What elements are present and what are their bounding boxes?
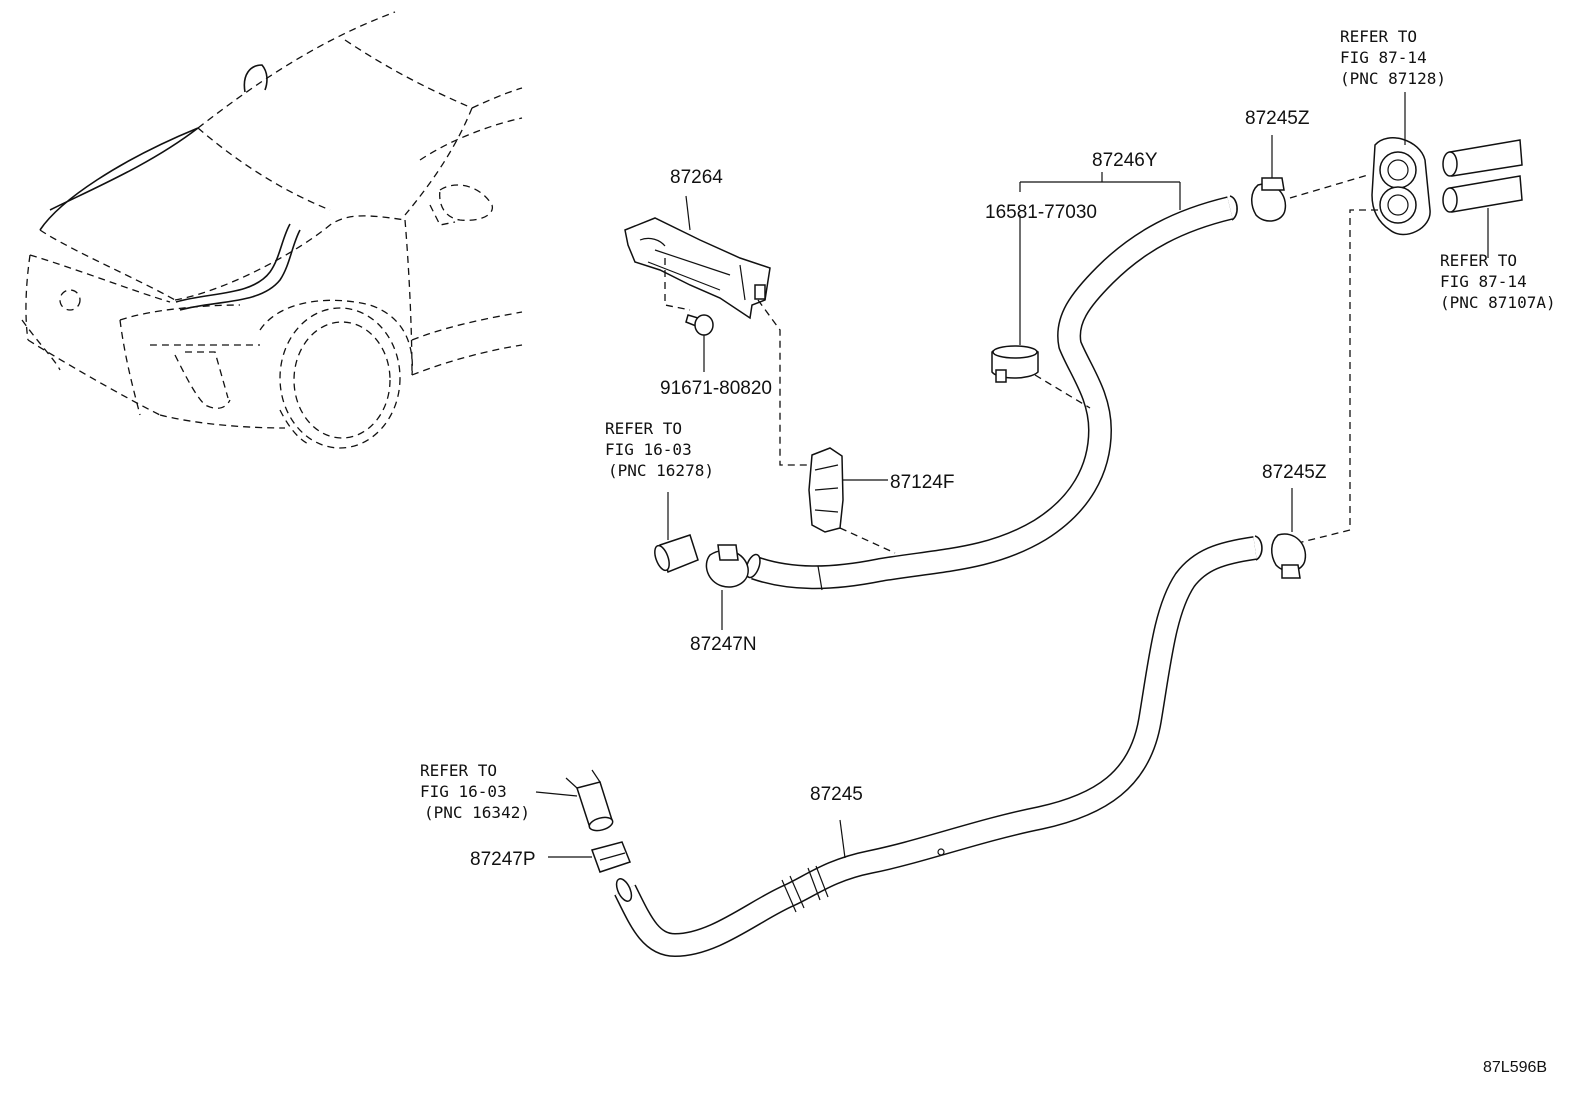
clip-87124F <box>808 447 896 554</box>
clamp-87245Z-upper <box>1251 135 1369 222</box>
clamp-87245Z-lower <box>1271 488 1307 579</box>
clamp-87247P <box>548 841 631 873</box>
svg-text:FIG 87-14: FIG 87-14 <box>1340 48 1427 67</box>
svg-text:(PNC 16278): (PNC 16278) <box>608 461 714 480</box>
label-87247N: 87247N <box>690 634 757 655</box>
label-bracket-87246Y <box>1019 172 1181 210</box>
label-87245Z-lower: 87245Z <box>1262 462 1327 483</box>
svg-text:(PNC 16342): (PNC 16342) <box>424 803 530 822</box>
label-87264: 87264 <box>670 167 723 188</box>
pipes-87107A <box>1442 139 1523 258</box>
clamp-16581-77030 <box>991 215 1091 409</box>
svg-text:FIG 16-03: FIG 16-03 <box>605 440 692 459</box>
svg-text:REFER TO: REFER TO <box>1340 27 1417 46</box>
bracket-to-clip-line <box>757 299 808 466</box>
label-91671-80820: 91671-80820 <box>660 378 772 399</box>
label-87246Y: 87246Y <box>1092 150 1158 171</box>
vehicle-illustration <box>21 11 523 449</box>
ref-16342: REFER TO FIG 16-03 (PNC 16342) <box>420 761 530 822</box>
label-87247P: 87247P <box>470 849 536 870</box>
label-16581-77030: 16581-77030 <box>985 202 1097 223</box>
hose-87245 <box>614 535 1263 957</box>
svg-text:(PNC 87128): (PNC 87128) <box>1340 69 1446 88</box>
ref-87128: REFER TO FIG 87-14 (PNC 87128) <box>1340 27 1446 88</box>
diagram-id: 87L596B <box>1483 1059 1547 1076</box>
clamp-87247N <box>705 544 749 630</box>
label-87124F: 87124F <box>890 472 954 493</box>
svg-text:REFER TO: REFER TO <box>420 761 497 780</box>
hose-87246Y <box>745 195 1238 591</box>
pipe-16278 <box>654 492 699 574</box>
svg-text:REFER TO: REFER TO <box>1440 251 1517 270</box>
grommet-87128 <box>1289 92 1431 546</box>
ref-16278: REFER TO FIG 16-03 (PNC 16278) <box>605 419 714 480</box>
ref-87107a: REFER TO FIG 87-14 (PNC 87107A) <box>1440 251 1556 312</box>
label-87245Z-upper: 87245Z <box>1245 108 1310 129</box>
bracket-87264 <box>624 195 771 320</box>
svg-text:FIG 87-14: FIG 87-14 <box>1440 272 1527 291</box>
svg-text:FIG 16-03: FIG 16-03 <box>420 782 507 801</box>
label-87245: 87245 <box>810 784 863 805</box>
svg-text:(PNC 87107A): (PNC 87107A) <box>1440 293 1556 312</box>
bolt-91671-80820 <box>685 314 714 372</box>
pipe-16342 <box>535 769 614 832</box>
svg-text:REFER TO: REFER TO <box>605 419 682 438</box>
